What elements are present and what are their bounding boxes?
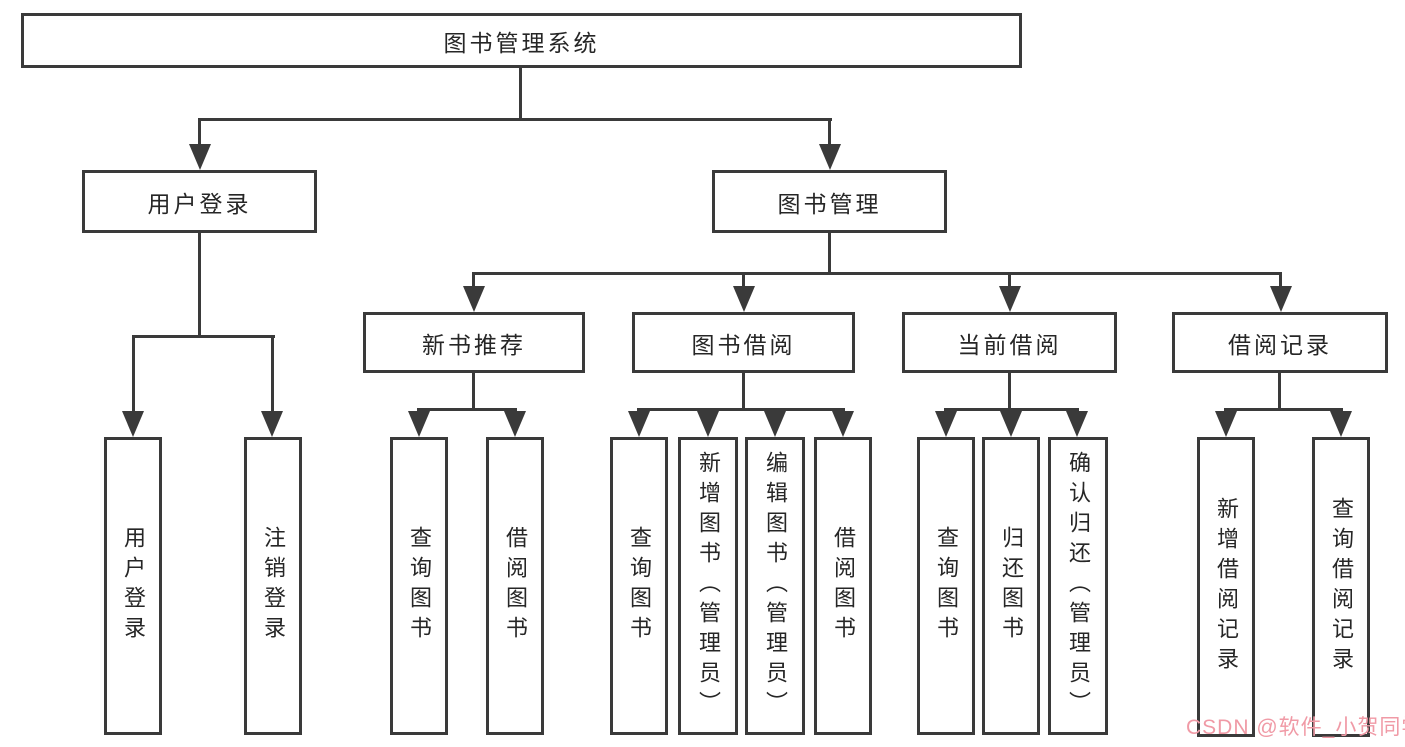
leaf-query-books-c: 查询图书 <box>917 437 975 735</box>
node-current-borrowing: 当前借阅 <box>902 312 1117 373</box>
connector-line <box>198 233 201 337</box>
arrow-head <box>1270 286 1292 312</box>
leaf-confirm-return-admin: 确认归还（管理员） <box>1048 437 1108 735</box>
node-label: 确认归还（管理员） <box>1066 451 1091 721</box>
node-label: 查询图书 <box>627 526 652 646</box>
connector-line <box>742 373 745 410</box>
leaf-user-login: 用户登录 <box>104 437 162 735</box>
connector-line <box>132 335 135 413</box>
connector-line <box>944 408 1079 411</box>
connector-line <box>828 118 831 146</box>
connector-line <box>472 272 1282 275</box>
connector-line <box>198 118 201 146</box>
node-label: 注销登录 <box>261 526 286 646</box>
connector-line <box>828 233 831 274</box>
node-label: 图书借阅 <box>691 331 796 358</box>
connector-line <box>1224 408 1343 411</box>
arrow-head <box>1215 411 1237 437</box>
node-label: 查询借阅记录 <box>1329 497 1354 677</box>
arrow-head <box>733 286 755 312</box>
node-label: 用户登录 <box>147 190 252 217</box>
leaf-add-book-admin: 新增图书（管理员） <box>678 437 738 735</box>
node-label: 新增图书（管理员） <box>696 451 721 721</box>
node-label: 新书推荐 <box>422 331 526 358</box>
arrow-head <box>697 411 719 437</box>
arrow-head <box>1330 411 1352 437</box>
arrow-head <box>189 144 211 170</box>
arrow-head <box>408 411 430 437</box>
node-root: 图书管理系统 <box>21 13 1022 68</box>
arrow-head <box>832 411 854 437</box>
connector-line <box>417 408 517 411</box>
node-label: 当前借阅 <box>957 331 1062 358</box>
arrow-head <box>261 411 283 437</box>
connector-line <box>1008 272 1011 288</box>
node-book-management: 图书管理 <box>712 170 947 233</box>
node-label: 新增借阅记录 <box>1214 497 1239 677</box>
leaf-query-books-b: 查询图书 <box>610 437 668 735</box>
node-label: 归还图书 <box>999 526 1024 646</box>
arrow-head <box>819 144 841 170</box>
connector-line <box>472 272 475 288</box>
node-label: 借阅图书 <box>503 526 528 646</box>
leaf-borrow-books-b: 借阅图书 <box>814 437 872 735</box>
leaf-borrow-books-a: 借阅图书 <box>486 437 544 735</box>
node-label: 查询图书 <box>407 526 432 646</box>
arrow-head <box>999 286 1021 312</box>
leaf-return-book: 归还图书 <box>982 437 1040 735</box>
leaf-add-borrow-record: 新增借阅记录 <box>1197 437 1255 737</box>
node-book-borrowing: 图书借阅 <box>632 312 855 373</box>
node-label: 编辑图书（管理员） <box>763 451 788 721</box>
connector-line <box>1278 373 1281 410</box>
arrow-head <box>628 411 650 437</box>
arrow-head <box>935 411 957 437</box>
leaf-edit-book-admin: 编辑图书（管理员） <box>745 437 805 735</box>
leaf-query-borrow-record: 查询借阅记录 <box>1312 437 1370 737</box>
connector-line <box>519 68 522 120</box>
connector-line <box>472 373 475 410</box>
node-label: 用户登录 <box>121 526 146 646</box>
node-borrowing-records: 借阅记录 <box>1172 312 1388 373</box>
leaf-query-books-a: 查询图书 <box>390 437 448 735</box>
arrow-head <box>1066 411 1088 437</box>
connector-line <box>198 118 832 121</box>
connector-line <box>637 408 845 411</box>
node-label: 图书管理系统 <box>443 29 600 56</box>
leaf-logout: 注销登录 <box>244 437 302 735</box>
arrow-head <box>463 286 485 312</box>
arrow-head <box>122 411 144 437</box>
node-new-book-recommend: 新书推荐 <box>363 312 585 373</box>
connector-line <box>271 335 274 413</box>
connector-line <box>1279 272 1282 288</box>
arrow-head <box>764 411 786 437</box>
csdn-watermark: CSDN @软件_小贺同学 <box>1186 716 1405 739</box>
arrow-head <box>504 411 526 437</box>
connector-line <box>132 335 275 338</box>
node-user-login: 用户登录 <box>82 170 317 233</box>
node-label: 图书管理 <box>777 190 882 217</box>
node-label: 借阅记录 <box>1228 331 1332 358</box>
arrow-head <box>1000 411 1022 437</box>
connector-line <box>742 272 745 288</box>
node-label: 借阅图书 <box>831 526 856 646</box>
connector-line <box>1008 373 1011 410</box>
node-label: 查询图书 <box>934 526 959 646</box>
